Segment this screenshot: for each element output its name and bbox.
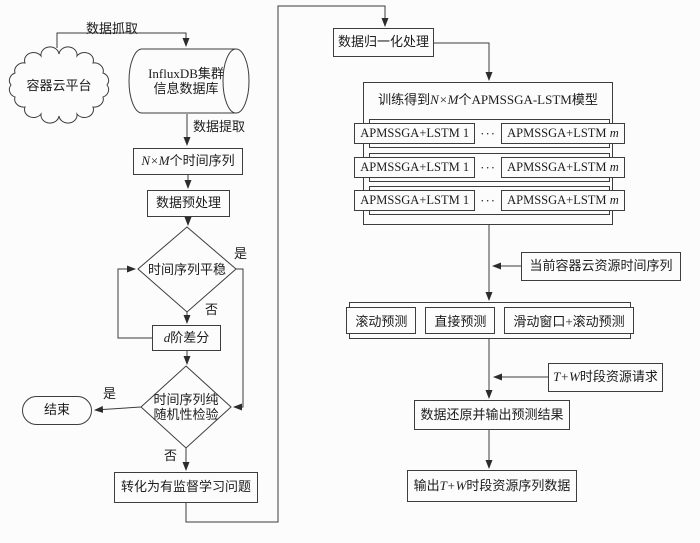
label-random-no: 否 bbox=[164, 448, 178, 463]
node-stationary-check: 时间序列平稳 bbox=[140, 262, 234, 277]
model-box-last-prefix: APMSSGA+LSTM bbox=[507, 126, 610, 141]
end-label: 结束 bbox=[43, 402, 70, 418]
model-box-last-prefix: APMSSGA+LSTM bbox=[507, 193, 610, 208]
stationary-check-label: 时间序列平稳 bbox=[147, 262, 226, 277]
forecast-direct-label: 直接预测 bbox=[434, 314, 487, 329]
node-preprocess: 数据预处理 bbox=[147, 190, 230, 217]
model-box-last-var: m bbox=[609, 126, 619, 141]
node-normalize: 数据归一化处理 bbox=[333, 28, 434, 57]
label-data-capture: 数据抓取 bbox=[86, 21, 139, 36]
train-prefix: 训练得到 bbox=[378, 92, 431, 107]
randomness-line2: 随机性检验 bbox=[153, 407, 219, 422]
tw-request-rest: 时段资源请求 bbox=[579, 369, 658, 385]
model-box-last: APMSSGA+LSTM m bbox=[501, 190, 625, 211]
node-end: 结束 bbox=[22, 396, 92, 425]
edge-supervised-to-normalize bbox=[185, 5, 389, 523]
nm-series-var: N×M bbox=[141, 153, 170, 169]
node-randomness-check: 时间序列纯 随机性检验 bbox=[136, 392, 236, 422]
model-box-last: APMSSGA+LSTM m bbox=[501, 157, 625, 178]
preprocess-label: 数据预处理 bbox=[155, 195, 221, 211]
model-box-last-var: m bbox=[609, 160, 619, 175]
model-row: APMSSGA+LSTM 1 ··· APMSSGA+LSTM m bbox=[354, 186, 625, 215]
forecast-direct: 直接预测 bbox=[425, 307, 496, 334]
model-box-first-label: APMSSGA+LSTM 1 bbox=[360, 193, 470, 208]
label-stationary-yes: 是 bbox=[234, 246, 248, 261]
model-box-first-label: APMSSGA+LSTM 1 bbox=[360, 126, 470, 141]
model-box-first: APMSSGA+LSTM 1 bbox=[354, 157, 476, 178]
edge-stationary-yes-to-randomness bbox=[233, 268, 244, 411]
train-var: N×M bbox=[430, 92, 459, 107]
cylinder-end bbox=[222, 48, 250, 114]
supervised-label: 转化为有监督学习问题 bbox=[120, 479, 251, 495]
model-box-first: APMSSGA+LSTM 1 bbox=[354, 190, 476, 211]
node-restore-output: 数据还原并输出预测结果 bbox=[414, 400, 570, 430]
cylinder-body bbox=[128, 48, 236, 114]
forecast-sliding: 滑动窗口+滚动预测 bbox=[504, 307, 634, 334]
restore-output-label: 数据还原并输出预测结果 bbox=[420, 406, 564, 422]
influxdb-line1: InfluxDB集群 bbox=[148, 66, 224, 81]
diff-rest: 阶差分 bbox=[170, 329, 210, 345]
final-output-prefix: 输出 bbox=[413, 477, 440, 493]
normalize-label: 数据归一化处理 bbox=[337, 34, 429, 50]
label-stationary-no: 否 bbox=[205, 302, 219, 317]
model-box-last-var: m bbox=[609, 193, 619, 208]
randomness-line1: 时间序列纯 bbox=[153, 392, 219, 407]
model-ellipsis: ··· bbox=[480, 159, 497, 175]
final-output-var: T+W bbox=[439, 477, 467, 493]
cloud-shape bbox=[8, 46, 110, 124]
model-row: APMSSGA+LSTM 1 ··· APMSSGA+LSTM m bbox=[354, 153, 625, 182]
edge-randomness-yes-to-end bbox=[94, 405, 142, 413]
node-forecast-methods: 滚动预测 直接预测 滑动窗口+滚动预测 bbox=[346, 302, 634, 339]
train-models-title: 训练得到N×M个APMSSGA-LSTM模型 bbox=[364, 89, 612, 108]
train-suffix: 个APMSSGA-LSTM模型 bbox=[458, 92, 598, 107]
label-data-extract: 数据提取 bbox=[193, 119, 246, 134]
current-series-label: 当前容器云资源时间序列 bbox=[529, 258, 673, 274]
forecast-sliding-label: 滑动窗口+滚动预测 bbox=[513, 314, 625, 329]
node-influxdb: InfluxDB集群 信息数据库 bbox=[138, 65, 234, 97]
node-supervised: 转化为有监督学习问题 bbox=[114, 472, 258, 503]
model-box-first-label: APMSSGA+LSTM 1 bbox=[360, 160, 470, 175]
nm-series-rest: 个时间序列 bbox=[169, 153, 235, 169]
tw-request-var: T+W bbox=[553, 369, 580, 385]
final-output-rest: 时段资源序列数据 bbox=[466, 477, 571, 493]
node-train-models: 训练得到N×M个APMSSGA-LSTM模型 APMSSGA+LSTM 1 ··… bbox=[354, 82, 625, 225]
model-box-last: APMSSGA+LSTM m bbox=[501, 123, 625, 144]
model-ellipsis: ··· bbox=[480, 125, 497, 141]
model-row: APMSSGA+LSTM 1 ··· APMSSGA+LSTM m bbox=[354, 119, 625, 148]
node-cloud-platform: 容器云平台 bbox=[16, 77, 102, 93]
diff-var: d bbox=[163, 329, 171, 345]
cloud-platform-label: 容器云平台 bbox=[26, 77, 92, 93]
model-ellipsis: ··· bbox=[480, 192, 497, 208]
forecast-rolling: 滚动预测 bbox=[346, 307, 417, 334]
node-current-series: 当前容器云资源时间序列 bbox=[521, 252, 681, 281]
model-box-first: APMSSGA+LSTM 1 bbox=[354, 123, 476, 144]
label-random-yes: 是 bbox=[103, 386, 117, 401]
model-box-last-prefix: APMSSGA+LSTM bbox=[507, 160, 610, 175]
influxdb-line2: 信息数据库 bbox=[153, 81, 219, 96]
edge-diff-loop-to-stationary bbox=[117, 265, 152, 339]
edge-cloud-to-influxdb bbox=[56, 32, 190, 48]
forecast-rolling-label: 滚动预测 bbox=[355, 314, 408, 329]
edge-normalize-to-train bbox=[434, 42, 493, 81]
